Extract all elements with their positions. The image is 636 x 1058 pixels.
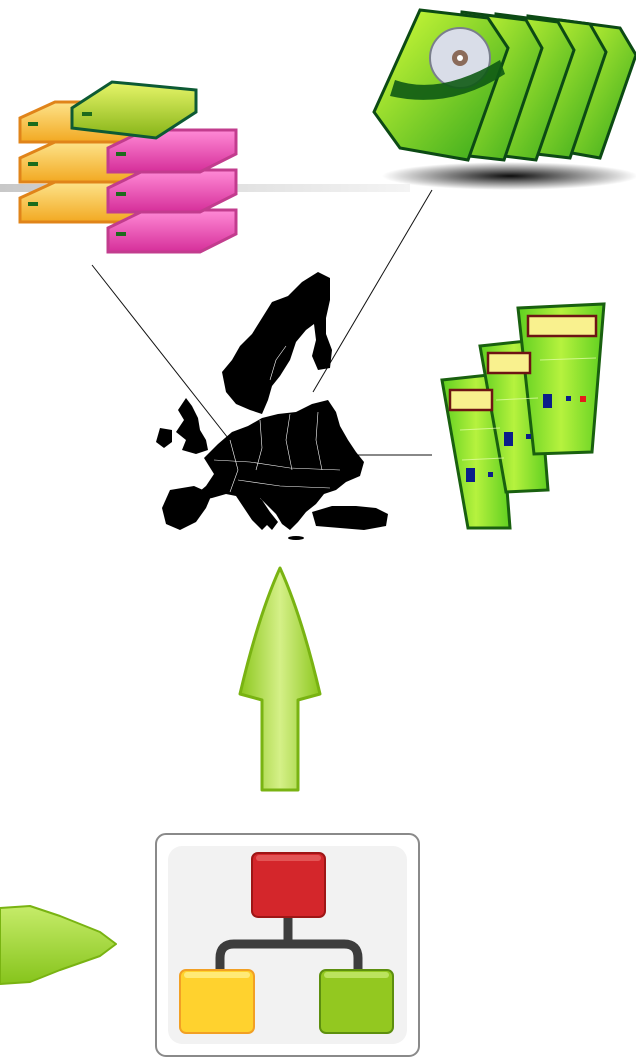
europe-map-icon: [156, 272, 388, 540]
org-node-top: [251, 852, 326, 918]
up-arrow: [238, 566, 322, 792]
org-node-left: [179, 969, 255, 1034]
org-chart-icon: [155, 833, 420, 1057]
stacked-drives-icon: [0, 80, 410, 254]
org-node-right: [319, 969, 394, 1034]
right-arrow: [0, 905, 117, 985]
server-racks-icon: [440, 302, 606, 530]
map-borders: [213, 345, 341, 493]
connection-lines: [91, 189, 433, 456]
connection-discs-to-map: [312, 189, 433, 393]
connection-storage-to-map: [91, 264, 229, 439]
binder-shadow: [382, 162, 636, 190]
disc-binders-icon: [372, 8, 636, 190]
